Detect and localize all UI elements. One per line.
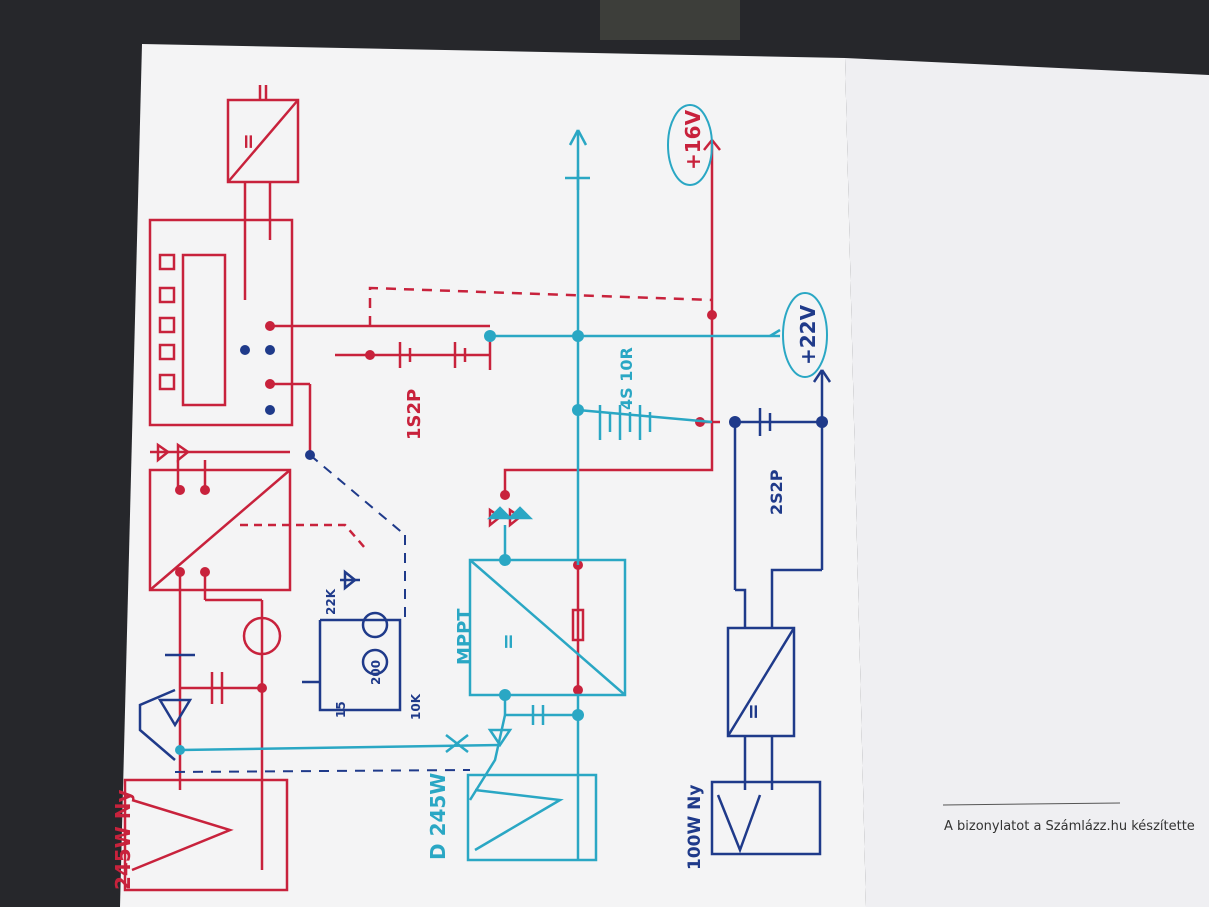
r-200-label: 200 — [369, 660, 383, 685]
navy-dashed — [174, 454, 471, 773]
mppt-label: MPPT — [454, 608, 475, 665]
red-solar-panel — [123, 778, 289, 892]
cyan-solar-panel — [466, 773, 598, 862]
pack-4s-10r-label: 4S 10R — [617, 347, 636, 410]
z-15-label: 15 — [334, 701, 348, 718]
red-network — [123, 85, 721, 892]
footer-rule — [942, 802, 1121, 806]
background-pattern — [600, 0, 740, 40]
charge-controller — [148, 218, 294, 427]
red-lower-converter — [148, 468, 292, 592]
panel-navy-label: 100W Ny — [685, 785, 705, 870]
footer-text: A bizonylatot a Számlázz.hu készítette — [944, 819, 1195, 834]
mppt-converter-symbol: = — [496, 633, 520, 650]
red-nodes — [175, 310, 717, 695]
voltage-16v-circle — [667, 104, 713, 186]
navy-solar-panel — [710, 780, 822, 856]
cyan-nodes — [175, 330, 584, 755]
pack-1s2p-label: 1S2P — [404, 389, 425, 440]
paper-right — [845, 58, 1209, 907]
mppt-converter — [468, 558, 627, 697]
voltage-22v-label: +22V — [796, 304, 820, 365]
navy-converter-symbol: = — [741, 703, 765, 720]
panel-red-left-label: 245W Ny — [111, 789, 135, 890]
navy-converter — [726, 626, 796, 738]
top-converter-symbol: = — [236, 133, 260, 150]
r-22k-label: 22K — [324, 588, 338, 615]
voltage-16v-label: +16V — [681, 109, 705, 170]
red-top-converter — [226, 98, 300, 184]
paper-main — [120, 44, 866, 907]
pack-2s2p-label: 2S2P — [767, 469, 786, 515]
panel-cyan-label: D 245W — [426, 773, 450, 860]
navy-network — [138, 369, 832, 856]
navy-nodes — [240, 345, 828, 460]
voltage-22v-circle — [782, 292, 828, 378]
r-10k-label: 10K — [409, 693, 423, 720]
